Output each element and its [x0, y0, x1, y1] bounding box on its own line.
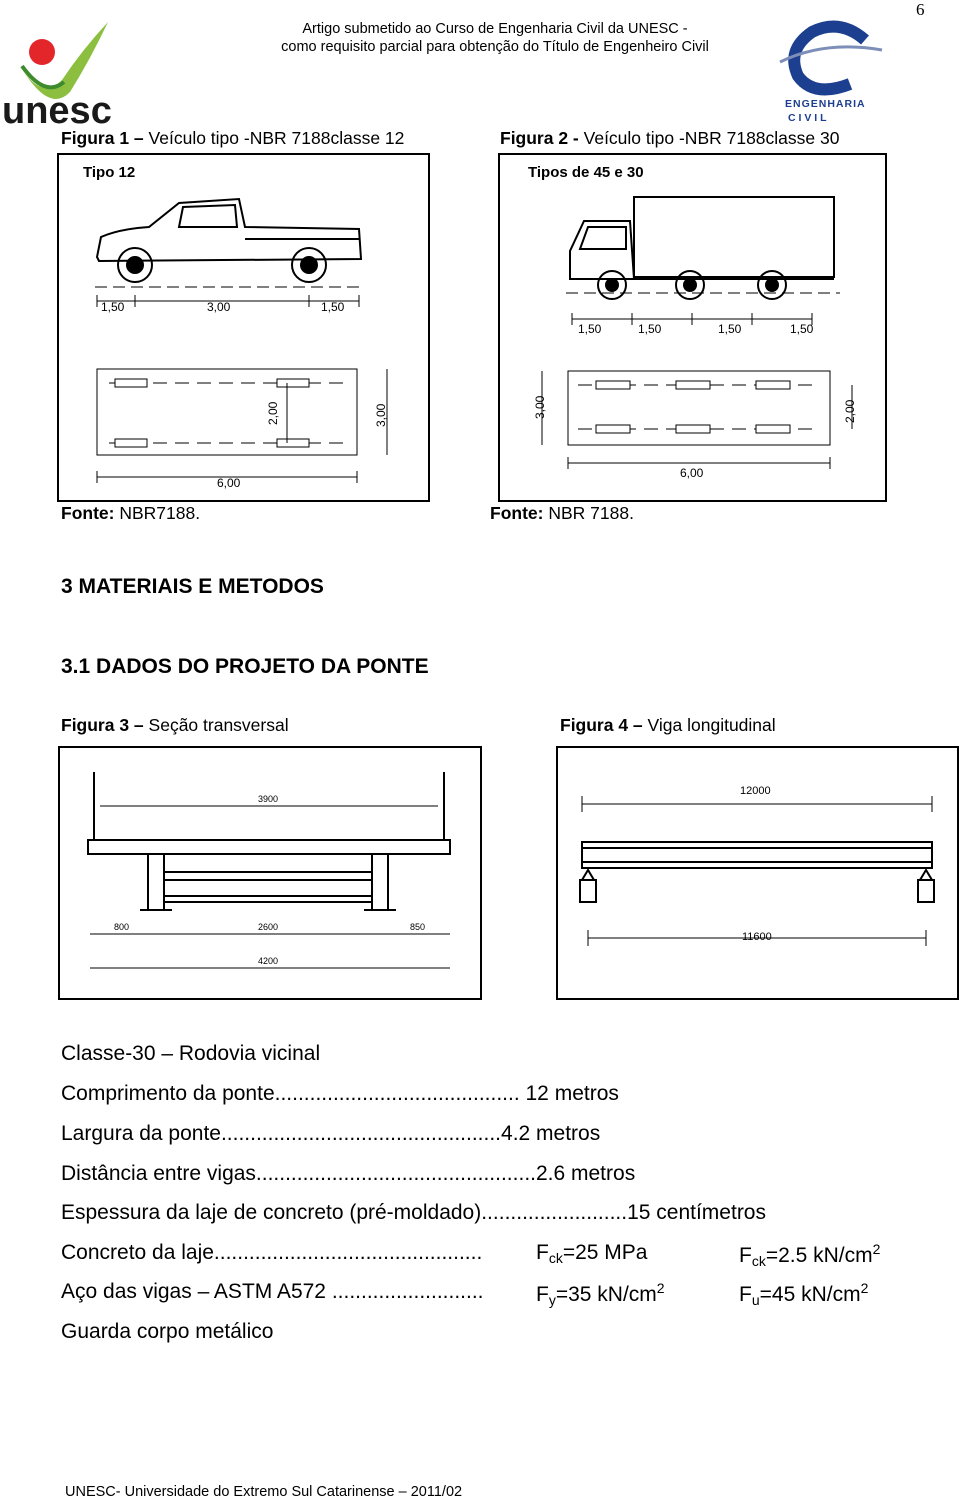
spec-concreto-f: F	[536, 1241, 549, 1264]
spec-concreto-label: Concreto da laje........................…	[61, 1241, 483, 1264]
spec-aco-sub: y	[548, 1292, 556, 1308]
fig2-dim-side-2: 1,50	[638, 322, 662, 336]
fig2-dim-side-3: 1,50	[718, 322, 742, 336]
figure1-caption: Figura 1 – Veículo tipo -NBR 7188classe …	[61, 128, 404, 149]
figure3-label: Figura 3 –	[61, 715, 144, 735]
spec-aco-f: F	[536, 1283, 549, 1306]
fig2-dim-plan-1: 3,00	[533, 395, 547, 419]
spec-aco2-f: F	[739, 1283, 752, 1306]
fig2-dim-plan-2: 2,00	[843, 399, 857, 423]
spec-largura: Largura da ponte........................…	[61, 1122, 601, 1145]
figure2-source-label: Fonte:	[490, 503, 544, 523]
spec-concreto2-f: F	[739, 1244, 752, 1267]
spec-espessura: Espessura da laje de concreto (pré-molda…	[61, 1201, 766, 1224]
figure1-title: Veículo tipo -NBR 7188classe 12	[143, 128, 405, 148]
spec-classe: Classe-30 – Rodovia vicinal	[61, 1042, 321, 1065]
fig3-dim-3: 2600	[258, 922, 278, 932]
fig2-dim-plan-3: 6,00	[680, 466, 704, 480]
header-line-1: Artigo submetido ao Curso de Engenharia …	[302, 21, 688, 37]
page-number: 6	[916, 0, 925, 19]
truck-drawing	[569, 196, 835, 300]
figure1-image: Tipo 12 1,50 3,00 1,50	[57, 153, 430, 502]
spec-concreto-sub: ck	[548, 1250, 563, 1266]
fig1-dim-side-2: 3,00	[207, 300, 231, 314]
fig3-dim-2: 800	[114, 922, 129, 932]
figure1-inner-title: Tipo 12	[83, 164, 135, 181]
spec-concreto2-sup: 2	[872, 1241, 881, 1257]
fig1-dim-plan-2: 3,00	[374, 403, 388, 427]
fig1-dim-side-3: 1,50	[321, 300, 345, 314]
spec-guarda: Guarda corpo metálico	[61, 1320, 274, 1343]
spec-aco2-val: =45 kN/cm	[759, 1283, 861, 1306]
spec-aco2-sub: u	[751, 1292, 760, 1308]
fig3-dim-5: 4200	[258, 956, 278, 966]
figure2-label: Figura 2 -	[500, 128, 579, 148]
spec-concreto2-sub: ck	[751, 1253, 766, 1269]
figure4-image: 12000 11600	[556, 746, 959, 1000]
spec-distancia: Distância entre vigas...................…	[61, 1162, 636, 1185]
fig3-dim-1: 3900	[258, 794, 278, 804]
fig1-dim-plan-3: 6,00	[217, 476, 241, 490]
fig3-dim-4: 850	[410, 922, 425, 932]
figure1-source-label: Fonte:	[61, 503, 115, 523]
figure2-inner-title: Tipos de 45 e 30	[528, 164, 644, 181]
spec-aco2-sup: 2	[860, 1280, 869, 1296]
figure2-caption: Figura 2 - Veículo tipo -NBR 7188classe …	[500, 128, 839, 149]
spec-aco-val: =35 kN/cm	[555, 1283, 657, 1306]
figure3-caption: Figura 3 – Seção transversal	[61, 715, 289, 736]
spec-aco-fy: Fy=35 kN/cm2	[536, 1280, 665, 1308]
spec-concreto-fck-2: Fck=2.5 kN/cm2	[739, 1241, 880, 1269]
fig2-dim-side-4: 1,50	[790, 322, 814, 336]
figure1-source: Fonte: NBR7188.	[61, 503, 200, 524]
fig4-dim-1: 12000	[740, 785, 771, 797]
fig1-dim-plan-1: 2,00	[266, 401, 280, 425]
spec-comprimento: Comprimento da ponte....................…	[61, 1082, 619, 1105]
figure1-source-text: NBR7188.	[114, 503, 201, 523]
header-line-2: como requisito parcial para obtenção do …	[281, 39, 709, 55]
spec-aco-sup: 2	[656, 1280, 665, 1296]
figure1-label: Figura 1 –	[61, 128, 144, 148]
civil-text: C I V I L	[788, 112, 827, 124]
figure4-title: Viga longitudinal	[642, 715, 776, 735]
spec-concreto-fck: Fck=25 MPa	[536, 1241, 647, 1266]
figure4-caption: Figura 4 – Viga longitudinal	[560, 715, 776, 736]
section-3-heading: 3 MATERIAIS E METODOS	[61, 575, 324, 598]
page-footer: UNESC- Universidade do Extremo Sul Catar…	[65, 1484, 463, 1500]
figure2-source-text: NBR 7188.	[543, 503, 634, 523]
figure3-title: Seção transversal	[143, 715, 289, 735]
engenharia-civil-logo: ENGENHARIA C I V I L	[770, 10, 890, 128]
unesc-logo-text: unesc	[2, 90, 112, 128]
fig4-dim-2: 11600	[742, 931, 772, 943]
engenharia-text: ENGENHARIA	[785, 98, 866, 110]
figure2-source: Fonte: NBR 7188.	[490, 503, 634, 524]
pickup-truck-drawing	[95, 197, 363, 283]
fig1-dim-side-1: 1,50	[101, 300, 125, 314]
page-header: Artigo submetido ao Curso de Engenharia …	[230, 20, 760, 56]
spec-aco-label: Aço das vigas – ASTM A572 ..............…	[61, 1280, 484, 1303]
figure4-label: Figura 4 –	[560, 715, 643, 735]
fig2-dim-side-1: 1,50	[578, 322, 602, 336]
figure2-image: Tipos de 45 e 30 1,50 1,50 1,50 1,50	[498, 153, 887, 502]
spec-concreto2-val: =2.5 kN/cm	[765, 1244, 873, 1267]
spec-aco-fu: Fu=45 kN/cm2	[739, 1280, 868, 1308]
section-3-1-heading: 3.1 DADOS DO PROJETO DA PONTE	[61, 655, 429, 678]
spec-concreto-val: =25 MPa	[562, 1241, 648, 1264]
unesc-logo: unesc	[0, 10, 125, 132]
figure2-title: Veículo tipo -NBR 7188classe 30	[578, 128, 840, 148]
figure3-image: 3900 800 2600 850 4200	[58, 746, 482, 1000]
